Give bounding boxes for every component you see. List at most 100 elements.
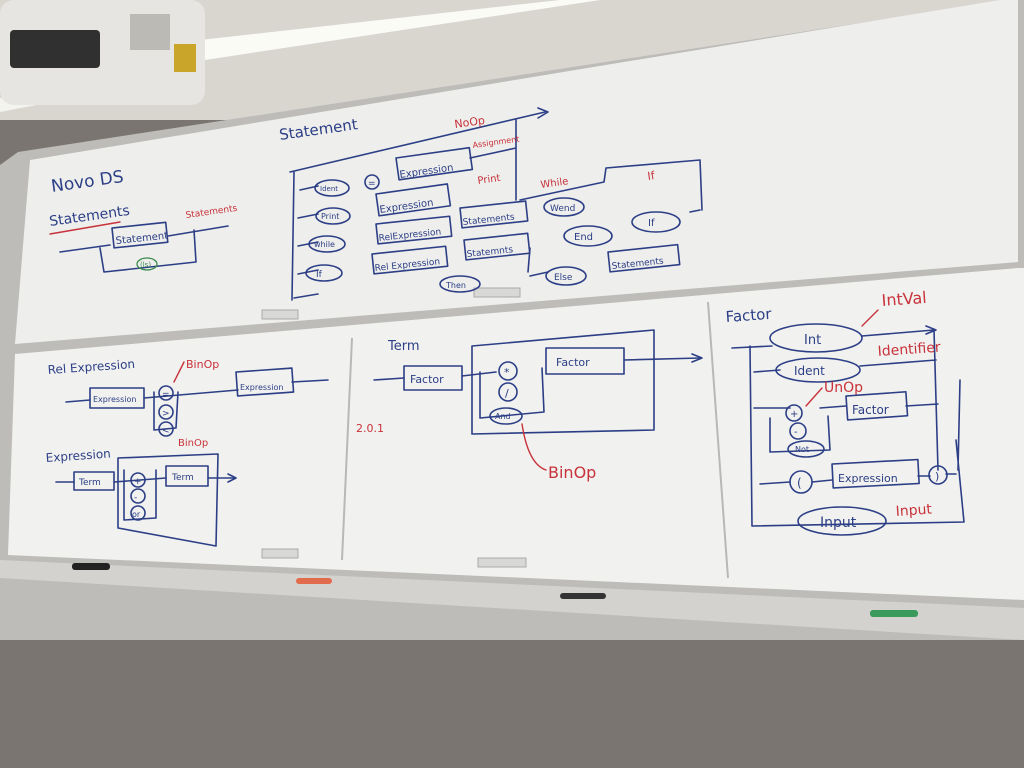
board-divider-2 — [707, 301, 729, 579]
factor-op3-label: Not — [795, 445, 809, 454]
ident-oval-label: Ident — [320, 185, 338, 193]
expression-term2-box — [165, 465, 209, 487]
if-relexpr-box — [371, 245, 449, 275]
term-op2-circle — [498, 382, 518, 402]
statements-diagram — [59, 225, 229, 273]
term-arrowhead — [691, 353, 703, 363]
factor-input-label: Input — [820, 515, 857, 531]
term-diagram — [373, 329, 701, 435]
relexpr-binop-pointer — [173, 361, 185, 383]
print-expression-box — [375, 183, 452, 217]
factor-ident-label: Ident — [794, 364, 825, 378]
expression-op1-circle — [130, 472, 146, 488]
statements-underline — [49, 221, 121, 235]
term-op3-oval — [489, 407, 523, 425]
equals-circle — [364, 174, 380, 190]
board-clip-2 — [473, 287, 521, 298]
expression-op1-label: + — [134, 477, 142, 487]
factor-op1-circle — [785, 404, 803, 422]
if-statements-label: Statemnts — [466, 245, 514, 260]
lower-board — [8, 268, 1024, 600]
expression-heading: Expression — [45, 446, 111, 465]
marker-dark — [560, 593, 606, 599]
noop-label: NoOp — [454, 114, 486, 131]
factor-factor-box — [845, 391, 909, 421]
if-oval — [305, 264, 343, 282]
relexpr-op2-circle — [158, 404, 174, 420]
factor-identifier-label: Identifier — [877, 340, 941, 360]
factor-op1-label: + — [790, 409, 798, 420]
term-note: 2.0.1 — [356, 422, 384, 435]
factor-intval-label: IntVal — [881, 288, 927, 310]
equals-label: = — [368, 179, 376, 189]
relexpr-op2-label: > — [162, 409, 170, 419]
statement-arrowhead — [537, 107, 549, 119]
relexpr-diagram — [65, 379, 329, 431]
relexpr-op3-circle — [158, 421, 174, 437]
then-oval — [439, 275, 481, 293]
end-oval-label: End — [574, 232, 593, 243]
factor-int-oval — [769, 323, 863, 353]
print-oval — [315, 207, 351, 225]
relexpr-expr1-label: Expression — [93, 395, 136, 404]
term-factor1-label: Factor — [410, 373, 444, 386]
ls-oval-label: (ls) — [140, 261, 151, 269]
factor-diagram — [731, 329, 965, 527]
projector — [0, 0, 205, 105]
if-statements-box — [463, 232, 531, 261]
marker-red — [296, 578, 332, 584]
term-binop-label: BinOp — [548, 463, 596, 482]
ls-oval — [136, 257, 158, 271]
if2-oval-label: If — [648, 218, 655, 229]
factor-factor-label: Factor — [852, 403, 889, 417]
term-binop-pointer — [521, 423, 547, 471]
factor-heading: Factor — [725, 305, 773, 326]
relexpr-binop-label: BinOp — [186, 358, 219, 371]
wend-oval-label: Wend — [550, 204, 575, 214]
wend-oval — [543, 197, 585, 217]
expression-arrowhead — [227, 473, 237, 483]
expression-diagram — [55, 453, 235, 547]
while-statements-box — [459, 200, 529, 229]
expression-op2-label: - — [134, 493, 137, 503]
factor-lparen-label: ( — [797, 476, 802, 490]
factor-input-oval — [797, 506, 887, 536]
while-oval — [308, 235, 346, 253]
term-op3-label: And — [495, 412, 511, 421]
factor-unop-pointer — [805, 387, 823, 407]
else-statements-box — [607, 243, 681, 273]
term-op1-circle — [498, 361, 518, 381]
factor-ident-oval — [775, 357, 861, 383]
board-divider-1 — [341, 337, 353, 561]
factor-input-tag: Input — [895, 501, 933, 520]
factor-rparen-label: ) — [935, 470, 939, 483]
else-oval-label: Else — [554, 273, 573, 283]
factor-lparen-circle — [789, 470, 813, 494]
relexpr-op1-circle — [158, 385, 174, 401]
factor-int-label: Int — [804, 333, 821, 348]
term-factor1-box — [403, 365, 463, 391]
term-factor2-label: Factor — [556, 356, 590, 369]
board-clip-4 — [261, 548, 299, 559]
relexpr-expr2-label: Expression — [240, 383, 283, 392]
expression-op2-circle — [130, 488, 146, 504]
ident-oval — [314, 179, 350, 197]
factor-expression-box — [831, 458, 920, 489]
expression-binop-label: BinOp — [178, 438, 208, 449]
statement-box-label: Statement — [115, 231, 169, 247]
if-tag-label: If — [647, 169, 657, 183]
factor-op3-oval — [787, 440, 825, 458]
factor-op2-circle — [789, 422, 807, 440]
factor-op2-label: - — [794, 427, 798, 438]
factor-unop-label: UnOp — [824, 380, 863, 396]
relexpr-heading: Rel Expression — [47, 357, 135, 377]
expression-op3-label: or — [132, 510, 141, 519]
else-oval — [545, 266, 587, 286]
if2-oval — [631, 211, 681, 233]
factor-arrowhead — [925, 325, 937, 335]
expression-term1-label: Term — [78, 478, 101, 488]
while-relexpr-box — [375, 215, 453, 245]
marker-black — [72, 563, 110, 570]
print-oval-label: Print — [321, 212, 339, 221]
